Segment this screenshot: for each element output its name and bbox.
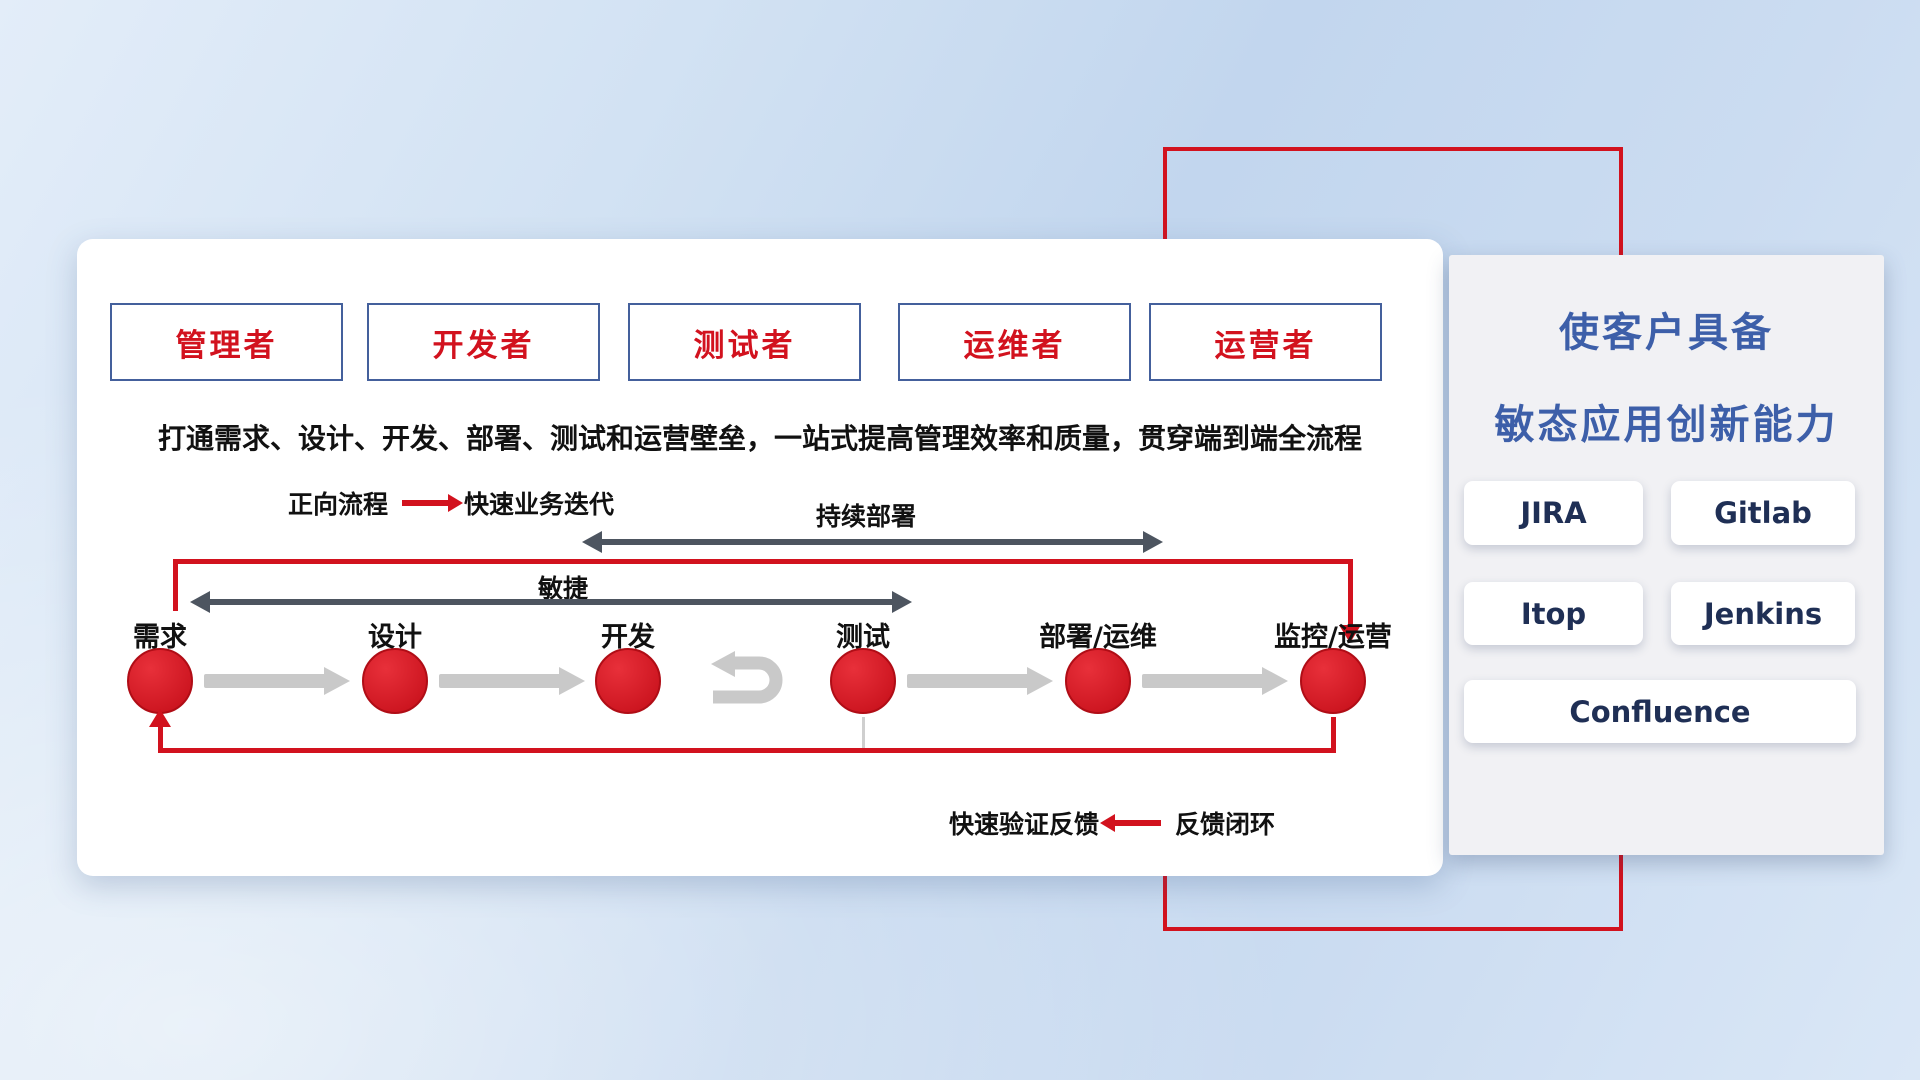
node-circle-develop xyxy=(595,648,661,714)
tool-chip-jenkins: Jenkins xyxy=(1671,582,1855,645)
tool-label: Confluence xyxy=(1569,694,1751,729)
iteration-loop-icon xyxy=(697,649,793,719)
role-label: 管理者 xyxy=(175,327,278,364)
red-loop-left-rise xyxy=(158,725,163,748)
feedback-label: 反馈闭环 xyxy=(1175,810,1276,839)
node-circle-requirement xyxy=(127,648,193,714)
red-loop-top-line xyxy=(173,559,1353,564)
node-circle-deploy-ops xyxy=(1065,648,1131,714)
test-feedback-connector xyxy=(862,717,865,748)
red-down-arrowhead-icon xyxy=(1339,625,1361,643)
forward-flow-label: 正向流程 xyxy=(288,490,389,519)
role-label: 测试者 xyxy=(693,327,796,364)
continuous-deploy-arrow-icon xyxy=(582,531,1163,553)
node-label-deploy-ops: 部署/运维 xyxy=(1039,622,1157,653)
flow-arrow-icon xyxy=(907,667,1053,695)
feedback-desc: 快速验证反馈 xyxy=(949,810,1100,839)
panel-title-line2: 敏态应用创新能力 xyxy=(1494,402,1839,448)
node-label-design: 设计 xyxy=(368,622,422,653)
tool-label: Gitlab xyxy=(1714,496,1812,530)
node-label-requirement: 需求 xyxy=(133,622,187,653)
role-box-ops: 运维者 xyxy=(898,303,1131,381)
feedback-legend: 快速验证反馈 反馈闭环 xyxy=(949,805,1275,841)
devops-flow-card: 管理者 开发者 测试者 运维者 运营者 打通需求、设计、开发、部署、测试和运营壁… xyxy=(77,239,1443,876)
role-label: 运营者 xyxy=(1214,327,1317,364)
tool-chip-jira: JIRA xyxy=(1464,481,1643,545)
flow-arrow-icon xyxy=(204,667,350,695)
card-subtitle: 打通需求、设计、开发、部署、测试和运营壁垒，一站式提高管理效率和质量，贯穿端到端… xyxy=(157,422,1362,455)
forward-flow-desc: 快速业务迭代 xyxy=(464,490,615,519)
tool-label: Jenkins xyxy=(1703,596,1823,631)
red-up-arrowhead-icon xyxy=(149,709,171,727)
agile-label: 敏捷 xyxy=(537,574,588,603)
tool-label: JIRA xyxy=(1520,496,1587,530)
node-label-test: 测试 xyxy=(836,622,890,653)
node-label-develop: 开发 xyxy=(601,622,655,653)
tool-chip-confluence: Confluence xyxy=(1464,680,1856,743)
flow-arrow-icon xyxy=(1142,667,1288,695)
red-loop-right-stub xyxy=(1331,717,1336,748)
panel-title-line1: 使客户具备 xyxy=(1559,310,1774,356)
capability-panel: 使客户具备 敏态应用创新能力 JIRA Gitlab Itop Jenkins … xyxy=(1449,255,1884,855)
red-right-arrow-icon xyxy=(402,494,464,512)
node-circle-monitor-op xyxy=(1300,648,1366,714)
continuous-deploy-label: 持续部署 xyxy=(815,502,916,531)
tool-chip-itop: Itop xyxy=(1464,582,1643,645)
role-box-tester: 测试者 xyxy=(628,303,861,381)
red-loop-right-drop xyxy=(1348,559,1353,627)
red-loop-bottom-line xyxy=(158,748,1336,753)
role-label: 开发者 xyxy=(432,327,535,364)
red-loop-topleft-stub xyxy=(173,559,178,611)
forward-flow-legend: 正向流程 快速业务迭代 xyxy=(288,485,614,521)
flow-arrow-icon xyxy=(439,667,585,695)
tool-label: Itop xyxy=(1520,596,1587,631)
node-label-monitor-op: 监控/运营 xyxy=(1274,622,1392,653)
role-box-operator: 运营者 xyxy=(1149,303,1382,381)
role-box-manager: 管理者 xyxy=(110,303,343,381)
tool-chip-gitlab: Gitlab xyxy=(1671,481,1855,545)
role-label: 运维者 xyxy=(963,327,1066,364)
red-left-arrow-icon xyxy=(1100,814,1162,832)
node-circle-test xyxy=(830,648,896,714)
agile-arrow-icon xyxy=(190,591,912,613)
role-box-developer: 开发者 xyxy=(367,303,600,381)
node-circle-design xyxy=(362,648,428,714)
